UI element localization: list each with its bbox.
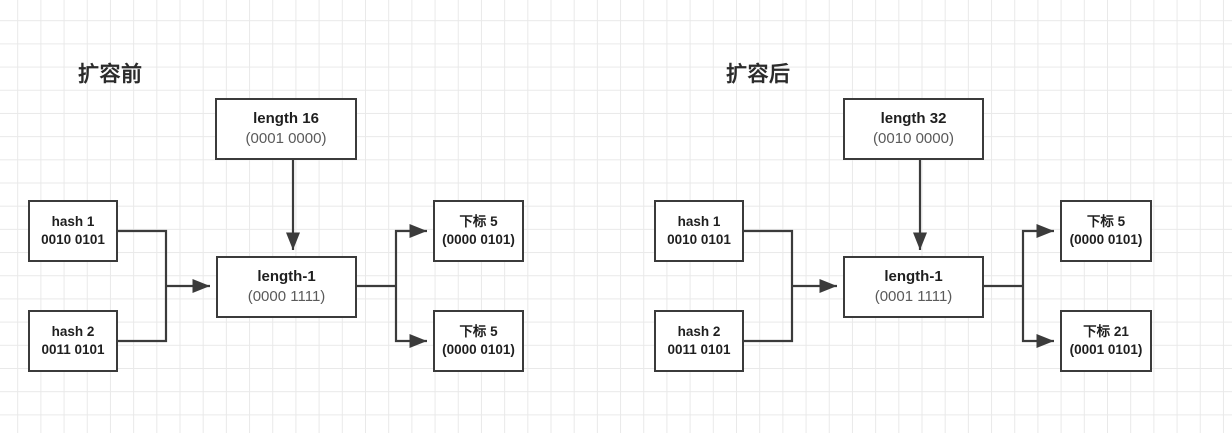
index-box-1-after: 下标 5 (0000 0101) — [1060, 200, 1152, 262]
index-box-1-after-binary: (0000 0101) — [1069, 232, 1143, 247]
hash-box-2-before-title: hash 2 — [51, 324, 95, 340]
length-box-after-binary: (0010 0000) — [873, 130, 954, 147]
edge-hash1-to-mask-before — [118, 229, 168, 286]
index-box-2-after-binary: (0001 0101) — [1069, 342, 1143, 357]
edge-split-to-output2-before — [394, 286, 427, 349]
hash-box-1-before-title: hash 1 — [51, 214, 95, 230]
edge-split-to-output2-after — [1021, 286, 1054, 349]
mask-box-after-title: length-1 — [884, 268, 943, 286]
index-box-1-before: 下标 5 (0000 0101) — [433, 200, 524, 262]
hash-box-1-after-binary: 0010 0101 — [667, 232, 731, 247]
panel-title-before: 扩容前 — [78, 63, 143, 86]
hash-box-2-after-title: hash 2 — [677, 324, 721, 340]
index-box-2-after: 下标 21 (0001 0101) — [1060, 310, 1152, 372]
index-box-2-before-title: 下标 5 — [459, 324, 498, 340]
hash-box-1-before: hash 1 0010 0101 — [28, 200, 118, 262]
index-box-1-before-title: 下标 5 — [459, 214, 498, 230]
edge-hash2-to-mask-after — [744, 286, 794, 343]
hash-box-2-before-binary: 0011 0101 — [41, 342, 105, 357]
hash-box-1-after: hash 1 0010 0101 — [654, 200, 744, 262]
hash-box-1-before-binary: 0010 0101 — [41, 232, 105, 247]
mask-box-after-binary: (0001 1111) — [874, 288, 953, 305]
hash-box-2-after: hash 2 0011 0101 — [654, 310, 744, 372]
mask-box-before-title: length-1 — [257, 268, 316, 286]
edge-hash2-to-mask-before — [118, 286, 168, 343]
hash-box-2-before: hash 2 0011 0101 — [28, 310, 118, 372]
length-box-after: length 32 (0010 0000) — [843, 98, 984, 160]
mask-box-after: length-1 (0001 1111) — [843, 256, 984, 318]
index-box-2-before: 下标 5 (0000 0101) — [433, 310, 524, 372]
hash-box-2-after-binary: 0011 0101 — [667, 342, 731, 357]
length-box-before: length 16 (0001 0000) — [215, 98, 357, 160]
edge-hash1-to-mask-after — [744, 229, 794, 286]
index-box-1-after-title: 下标 5 — [1086, 214, 1126, 230]
index-box-2-before-binary: (0000 0101) — [442, 342, 515, 357]
index-box-2-after-title: 下标 21 — [1083, 324, 1129, 340]
length-box-before-title: length 16 — [253, 110, 319, 128]
length-box-before-binary: (0001 0000) — [245, 130, 327, 147]
panel-title-after: 扩容后 — [726, 63, 791, 86]
hash-box-1-after-title: hash 1 — [677, 214, 721, 230]
index-box-1-before-binary: (0000 0101) — [442, 232, 515, 247]
mask-box-before-binary: (0000 1111) — [247, 288, 326, 305]
mask-box-before: length-1 (0000 1111) — [216, 256, 357, 318]
edge-split-to-output1-after — [1021, 223, 1054, 286]
length-box-after-title: length 32 — [880, 110, 947, 128]
edge-split-to-output1-before — [394, 223, 427, 286]
